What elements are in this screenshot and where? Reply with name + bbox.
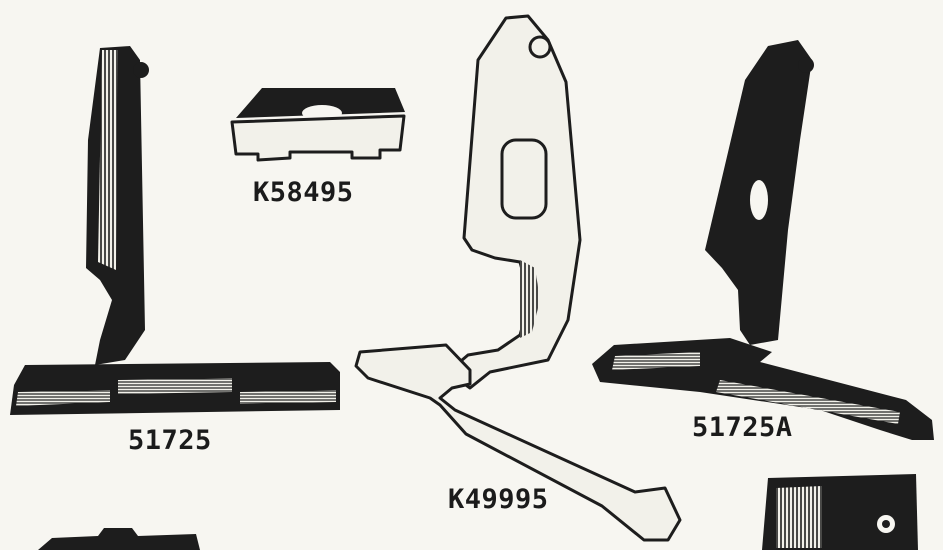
part-label-k58495: K58495 bbox=[253, 177, 354, 208]
part-51725-drawing bbox=[10, 46, 340, 415]
part-label-k49995: K49995 bbox=[448, 484, 549, 515]
part-label-51725a: 51725A bbox=[692, 412, 793, 443]
part-label-51725: 51725 bbox=[128, 425, 212, 456]
partial-part-bottom-left bbox=[38, 528, 200, 550]
part-k49995-drawing bbox=[354, 14, 682, 542]
partial-part-bottom-right bbox=[762, 474, 918, 550]
part-k58495-drawing bbox=[230, 88, 406, 162]
part-51725a-drawing bbox=[592, 40, 934, 440]
